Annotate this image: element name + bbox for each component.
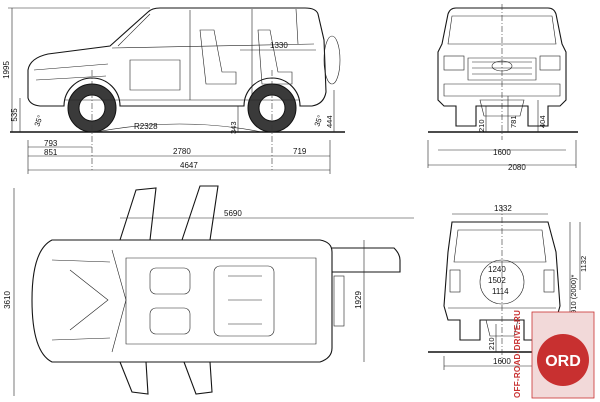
dim-ground-to-sill: 535 [10,108,19,122]
dim-axle-height: 781 [509,115,518,128]
dim-rear-height-total: 1910 (2000)* [569,275,578,318]
front-grille [467,57,537,81]
dim-door-open-length: 5690 [224,209,242,218]
dim-front-width: 2080 [508,163,526,172]
top-rear-bench [213,265,275,337]
side-rear-seat [257,29,293,85]
watermark: OFF-ROAD-DRIVE.RU ORD [513,310,595,399]
top-spare-tire [333,275,345,327]
dim-wheelbase: 2780 [173,147,191,156]
dim-rear-spare-height: 1114 [492,287,509,296]
rear-body-outline [443,221,561,341]
side-body-outline [27,7,327,107]
side-pillars [189,8,299,46]
dim-rear-clearance: 343 [229,121,238,134]
rear-window [453,229,547,263]
watermark-logo-letters: ORD [545,353,581,370]
front-left-headlight [443,55,465,71]
top-view: 5690 3610 1929 [3,185,414,396]
top-front-door-open-low [119,361,149,395]
side-a-pillar [117,13,151,47]
front-right-headlight [539,55,561,71]
top-windshield [111,249,127,353]
dim-front-overhang-2: 851 [44,148,58,157]
dim-rear-inner-height: 1502 [488,276,506,285]
dim-rear-ground-clearance: 210 [487,337,496,350]
side-hood-lines [33,63,109,81]
side-view: 1995 535 1330 35° 35° R2328 343 444 793 … [2,7,345,174]
dim-approach-angle: 35° [32,114,44,128]
dim-roof-height: 1995 [2,61,11,79]
dim-turning-radius: R2328 [134,122,158,131]
dim-turning-arc [95,123,263,133]
dim-rear-overhang-height: 444 [325,115,334,128]
front-windshield [447,15,557,45]
dim-rear-overhang: 719 [293,147,307,156]
top-front-right-seat [149,307,191,335]
top-hood-lines [51,259,111,341]
top-body-outline [31,239,333,363]
front-body-outline [437,7,567,127]
watermark-logo-circle [537,334,589,386]
side-dashboard [129,59,181,91]
top-rear-door-open-low [183,361,213,395]
side-belt-line [111,43,315,49]
dim-rear-height-upper: 1132 [579,256,588,272]
top-front-left-seat [149,267,191,295]
front-view: 210 781 404 1600 2080 [427,4,578,172]
dim-departure-angle: 35° [312,114,324,128]
rear-right-light [543,269,555,293]
top-tailgate-open [332,247,401,273]
watermark-text: OFF-ROAD-DRIVE.RU [513,310,522,398]
rear-diff [485,319,519,337]
dim-top-inner-width: 1929 [354,291,363,309]
dim-front-track: 1600 [493,148,511,157]
side-front-seat [199,29,237,85]
top-bench-lines [228,275,262,325]
dim-overall-length: 4647 [180,161,198,170]
dim-rear-axle-height: 404 [538,115,547,128]
dim-cargo-length: 1330 [270,41,288,50]
dim-rear-door-width: 1240 [488,265,506,274]
dim-rear-roof-width: 1332 [494,204,512,213]
front-bumper [443,83,561,97]
top-front-door-open [119,187,157,241]
side-spare-tire [323,35,341,85]
top-rear-door-open [181,185,219,241]
top-roof [125,257,317,345]
front-axle-housing [479,99,525,117]
rear-left-light [449,269,461,293]
dim-top-overall-width: 3610 [3,291,12,309]
rear-spare-tire [479,259,525,305]
dim-front-ground-clearance: 210 [477,119,486,132]
side-door-lines [189,44,253,100]
dim-front-overhang-1: 793 [44,139,58,148]
dim-rear-track: 1600 [493,357,511,366]
